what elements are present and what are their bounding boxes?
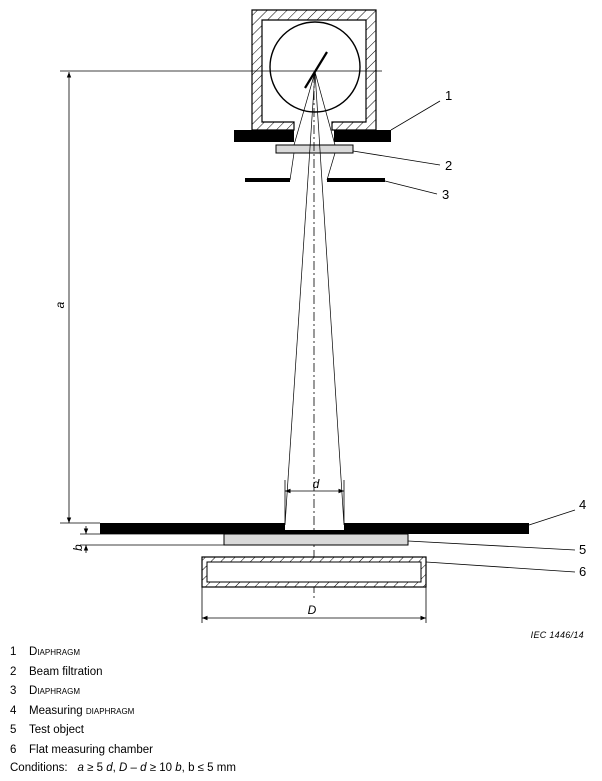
dimension-a: a [53, 72, 100, 524]
dimension-d: d [284, 477, 345, 523]
dimension-b-label: b [71, 544, 85, 551]
measuring-diaphragm [100, 523, 529, 534]
condition-var: d [106, 762, 113, 774]
conditions: Conditions: a ≥ 5 d, D – d ≥ 10 b, b ≤ 5 … [10, 762, 236, 774]
legend-label: Test object [29, 724, 84, 736]
legend-label-prefix: Measuring [29, 704, 86, 717]
legend-number: 5 [10, 724, 17, 736]
legend-number: 1 [10, 646, 17, 658]
legend-number: 3 [10, 685, 17, 697]
beam-filtration [275, 144, 354, 154]
beam-cone [284, 71, 345, 526]
callout-6: 6 [425, 561, 586, 579]
figure-reference: IEC 1446/14 [530, 630, 584, 640]
condition-text: ≥ 10 [146, 762, 176, 774]
legend-item-2: 2 Beam filtration [10, 663, 153, 683]
condition-var: b [175, 762, 182, 774]
legend-number: 2 [10, 665, 17, 678]
dimension-D-label: D [308, 603, 317, 617]
condition-text: ≥ 5 [83, 762, 107, 774]
svg-text:5: 5 [579, 542, 586, 557]
diaphragm-3 [245, 178, 385, 182]
dimension-D: D [201, 587, 427, 623]
callout-2: 2 [352, 150, 452, 173]
dimension-d-label: d [313, 477, 320, 491]
legend-item-6: 6 Flat measuring chamber [10, 741, 153, 761]
svg-text:3: 3 [442, 187, 449, 202]
condition-var: a [77, 762, 84, 774]
dimension-a-label: a [53, 301, 67, 308]
condition-var: d [140, 762, 147, 774]
xray-tube-circle [269, 21, 361, 113]
legend-number: 6 [10, 743, 17, 756]
tube-anode [304, 51, 328, 89]
callout-1: 1 [390, 88, 452, 131]
condition-sep: , [112, 762, 120, 774]
condition-var: D [119, 762, 128, 774]
conditions-label: Conditions: [10, 762, 68, 774]
svg-text:1: 1 [445, 88, 452, 103]
callout-5: 5 [407, 540, 586, 557]
diaphragm-1 [234, 130, 391, 142]
legend-label-smallcaps: diaphragm [85, 704, 135, 717]
measurement-setup-diagram: a b d D 1 2 3 4 5 [53, 9, 586, 623]
legend: 1 Diaphragm 2 Beam filtration 3 Diaphrag… [10, 643, 153, 760]
condition-sep: , [181, 762, 189, 774]
svg-text:6: 6 [579, 564, 586, 579]
dimension-b: b [71, 526, 224, 553]
legend-item-5: 5 Test object [10, 721, 153, 741]
condition-text: – [127, 762, 141, 774]
callout-4: 4 [528, 497, 586, 526]
svg-text:2: 2 [445, 158, 452, 173]
condition-text: b ≤ 5 mm [188, 762, 236, 774]
legend-number: 4 [10, 704, 17, 717]
callout-3: 3 [384, 180, 449, 202]
legend-label: Diaphragm [29, 685, 80, 697]
legend-item-1: 1 Diaphragm [10, 643, 153, 663]
legend-label: Measuring diaphragm [29, 702, 134, 722]
legend-label: Beam filtration [29, 665, 103, 678]
legend-label: Flat measuring chamber [29, 743, 153, 756]
legend-item-4: 4 Measuring diaphragm [10, 702, 153, 722]
legend-item-3: 3 Diaphragm [10, 682, 153, 702]
legend-label: Diaphragm [29, 646, 80, 658]
test-object [223, 533, 409, 546]
flat-measuring-chamber [201, 556, 427, 588]
svg-text:4: 4 [579, 497, 586, 512]
